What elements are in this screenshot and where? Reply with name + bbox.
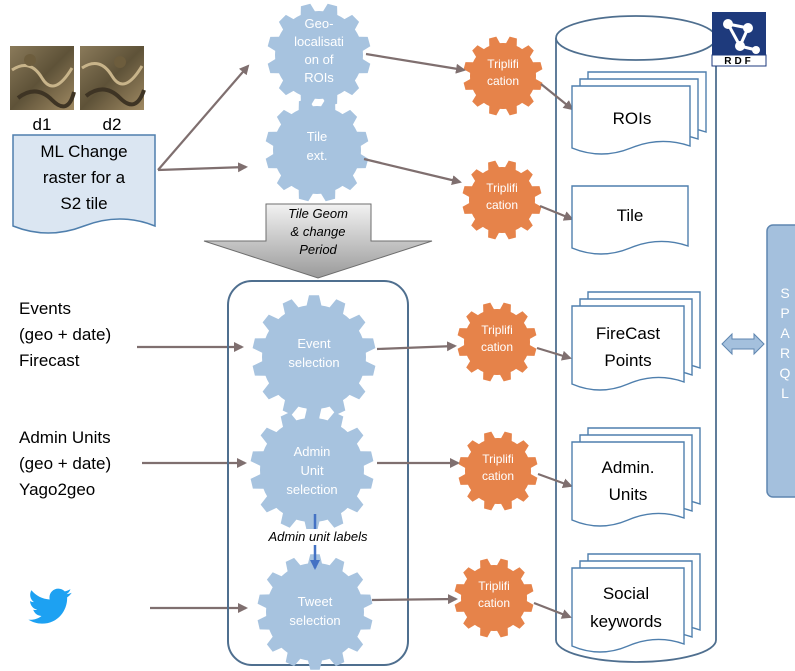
ml-change-raster-document — [12, 134, 156, 234]
big-arrow-label-line1: Tile Geom — [288, 206, 348, 221]
events-label-line3: Firecast — [19, 351, 80, 370]
firecast-doc-label-2: Points — [604, 351, 651, 370]
triplification-5-label-1: Triplifi — [478, 579, 510, 593]
events-label-line2: (geo + date) — [19, 325, 111, 344]
triplification-3-label-2: cation — [481, 340, 513, 354]
social-doc-label-1: Social — [603, 584, 649, 603]
social-doc-label-2: keywords — [590, 612, 662, 631]
admin-gear-label-3: selection — [286, 482, 337, 497]
arrow-raster-to-geoloc — [157, 64, 250, 171]
sparql-letter-q: Q — [780, 365, 791, 381]
tile-doc-label: Tile — [617, 206, 644, 225]
admin-label-line2: (geo + date) — [19, 454, 111, 473]
sparql-letter-p: P — [780, 305, 789, 321]
gear-tweet-selection — [257, 554, 373, 670]
admin-unit-labels-text: Admin unit labels — [268, 529, 368, 544]
tile-gear-label-1: Tile — [307, 129, 327, 144]
firecast-doc-label-1: FireCast — [596, 324, 661, 343]
double-arrow-store-sparql — [721, 332, 765, 356]
arrow-trip3-to-firecast — [536, 346, 572, 361]
admin-units-document-stack — [571, 427, 701, 527]
event-gear-label-1: Event — [297, 336, 331, 351]
geoloc-gear-label-4: ROIs — [304, 70, 334, 85]
satellite-image-d2 — [80, 46, 146, 110]
arrow-trip2-to-tile — [539, 204, 574, 221]
tile-document — [571, 185, 689, 255]
gear-tile-ext — [265, 98, 369, 202]
arrow-tile-to-trip2 — [363, 157, 462, 185]
tile-gear-label-2: ext. — [307, 148, 328, 163]
rdf-logo-icon: RDF — [711, 12, 767, 67]
d1-label: d1 — [33, 115, 52, 134]
admin-label-line1: Admin Units — [19, 428, 111, 447]
triplification-4-label-1: Triplifi — [482, 452, 514, 466]
gear-geoloc — [267, 3, 371, 107]
geoloc-gear-label-3: on of — [305, 52, 334, 67]
sparql-letter-s: S — [780, 285, 789, 301]
admin-doc-label-1: Admin. — [602, 458, 655, 477]
big-arrow-label-line2: & change — [291, 224, 346, 239]
arrow-geoloc-to-trip1 — [365, 52, 466, 74]
rois-doc-label: ROIs — [613, 109, 652, 128]
triplification-2-label-1: Triplifi — [486, 181, 518, 195]
sparql-letter-l: L — [781, 385, 789, 401]
geoloc-gear-label-2: localisati — [294, 34, 344, 49]
d2-label: d2 — [103, 115, 122, 134]
admin-gear-label-1: Admin — [294, 444, 331, 459]
sparql-letter-a: A — [780, 325, 790, 341]
sparql-box — [766, 224, 795, 498]
tweet-gear-label-2: selection — [289, 613, 340, 628]
arrow-raster-to-tile — [157, 162, 248, 173]
gear-triplification-5 — [454, 558, 534, 638]
arrow-trip1-to-rois — [540, 83, 574, 111]
admin-label-line3: Yago2geo — [19, 480, 95, 499]
gear-admin-unit-selection — [250, 408, 374, 532]
tweet-gear-label-1: Tweet — [298, 594, 333, 609]
arrow-trip5-to-social — [533, 601, 572, 619]
sparql-letter-r: R — [780, 345, 790, 361]
triplification-3-label-1: Triplifi — [481, 323, 513, 337]
admin-doc-label-2: Units — [609, 485, 648, 504]
gear-triplification-1 — [463, 36, 543, 116]
satellite-image-d1 — [10, 46, 76, 110]
triplification-1-label-2: cation — [487, 74, 519, 88]
admin-unit-labels-bg — [253, 529, 381, 545]
gear-triplification-3 — [457, 302, 537, 382]
geoloc-gear-label-1: Geo- — [305, 16, 334, 31]
raster-label-line2: raster for a — [43, 168, 126, 187]
firecast-document-stack — [571, 291, 701, 391]
arrow-event-to-trip3 — [376, 341, 457, 352]
triplification-4-label-2: cation — [482, 469, 514, 483]
arrow-trip4-to-admin-units — [537, 472, 573, 488]
gear-event-selection — [252, 295, 376, 419]
event-gear-label-2: selection — [288, 355, 339, 370]
triplification-1-label-1: Triplifi — [487, 57, 519, 71]
raster-label-line3: S2 tile — [60, 194, 107, 213]
rdf-logo-text: RDF — [724, 56, 754, 67]
admin-gear-label-2: Unit — [300, 463, 324, 478]
big-arrow-label-line3: Period — [299, 242, 337, 257]
arrow-tweet-to-trip5 — [371, 594, 458, 605]
gear-triplification-2 — [462, 160, 542, 240]
twitter-bird-icon — [28, 588, 72, 624]
triplification-5-label-2: cation — [478, 596, 510, 610]
gear-triplification-4 — [458, 431, 538, 511]
rois-document-stack — [571, 71, 707, 155]
social-keywords-document-stack — [571, 553, 701, 653]
big-down-arrow — [203, 203, 433, 279]
events-label-line1: Events — [19, 299, 71, 318]
raster-label-line1: ML Change — [40, 142, 127, 161]
triplification-2-label-2: cation — [486, 198, 518, 212]
